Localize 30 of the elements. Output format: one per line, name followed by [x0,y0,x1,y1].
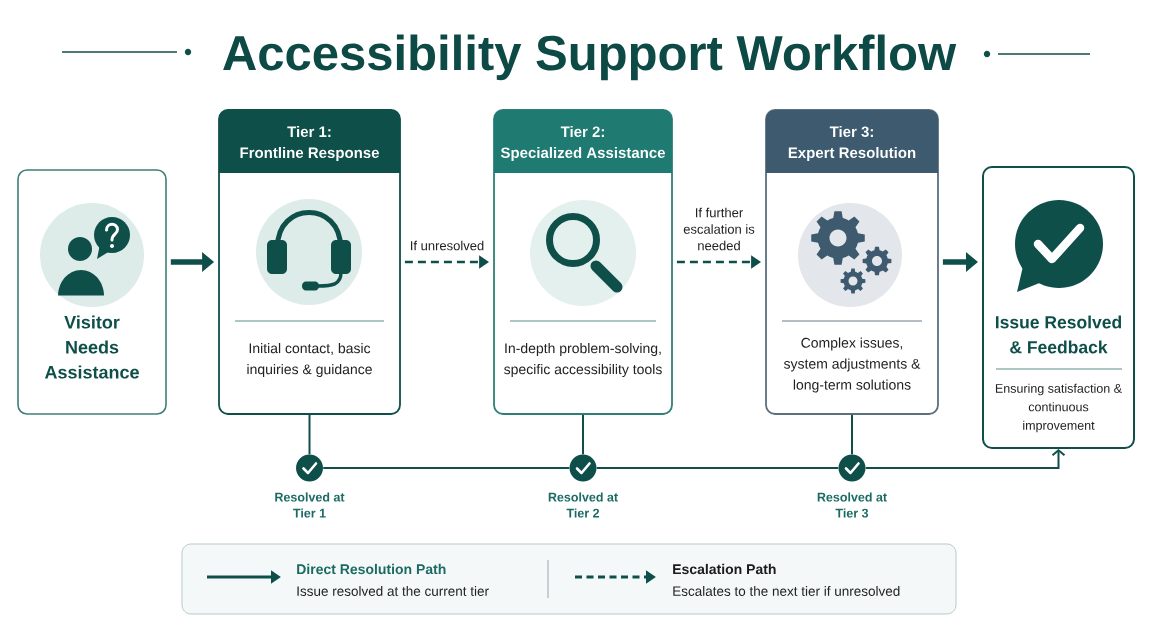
card-header: Tier 2: Specialized Assistance [500,126,665,161]
arrow [864,449,1066,469]
card-description: Ensuring satisfaction & continuous improvement [995,383,1122,433]
legend-label: Direct Resolution Path [297,563,446,575]
connector-line [308,413,311,456]
card-title: Visitor Needs Assistance [44,315,139,379]
connector-line [851,413,853,456]
result-card [982,166,1135,449]
card-header: Tier 3: Expert Resolution [788,126,916,161]
card-title: Issue Resolved & Feedback [995,315,1122,354]
card-header: Tier 1: Frontline Response [240,126,379,161]
connector-line [582,413,584,456]
start-card [17,169,167,415]
tier-card [493,109,673,415]
card-description: In-depth problem-solving, specific accessibility tools [504,342,662,377]
status-label: Resolved at Tier 2 [548,492,618,518]
legend-description: Escalates to the next tier if unresolved [673,586,900,596]
connector-line [595,467,840,469]
status-label: Resolved at Tier 3 [817,492,887,518]
tier-card [218,109,401,415]
legend-label: Escalation Path [673,563,776,575]
tier-card [765,109,939,415]
connector-line [322,467,571,469]
title: Accessibility Support Workflow [223,34,957,81]
edge-label: If unresolved [405,239,489,252]
edge-label: If further escalation is needed [677,206,761,252]
status-label: Resolved at Tier 1 [275,492,345,518]
card-description: Complex issues, system adjustments & long-term solutions [783,337,921,393]
legend-description: Issue resolved at the current tier [297,586,489,596]
card-description: Initial contact, basic inquiries & guidance [247,342,372,377]
